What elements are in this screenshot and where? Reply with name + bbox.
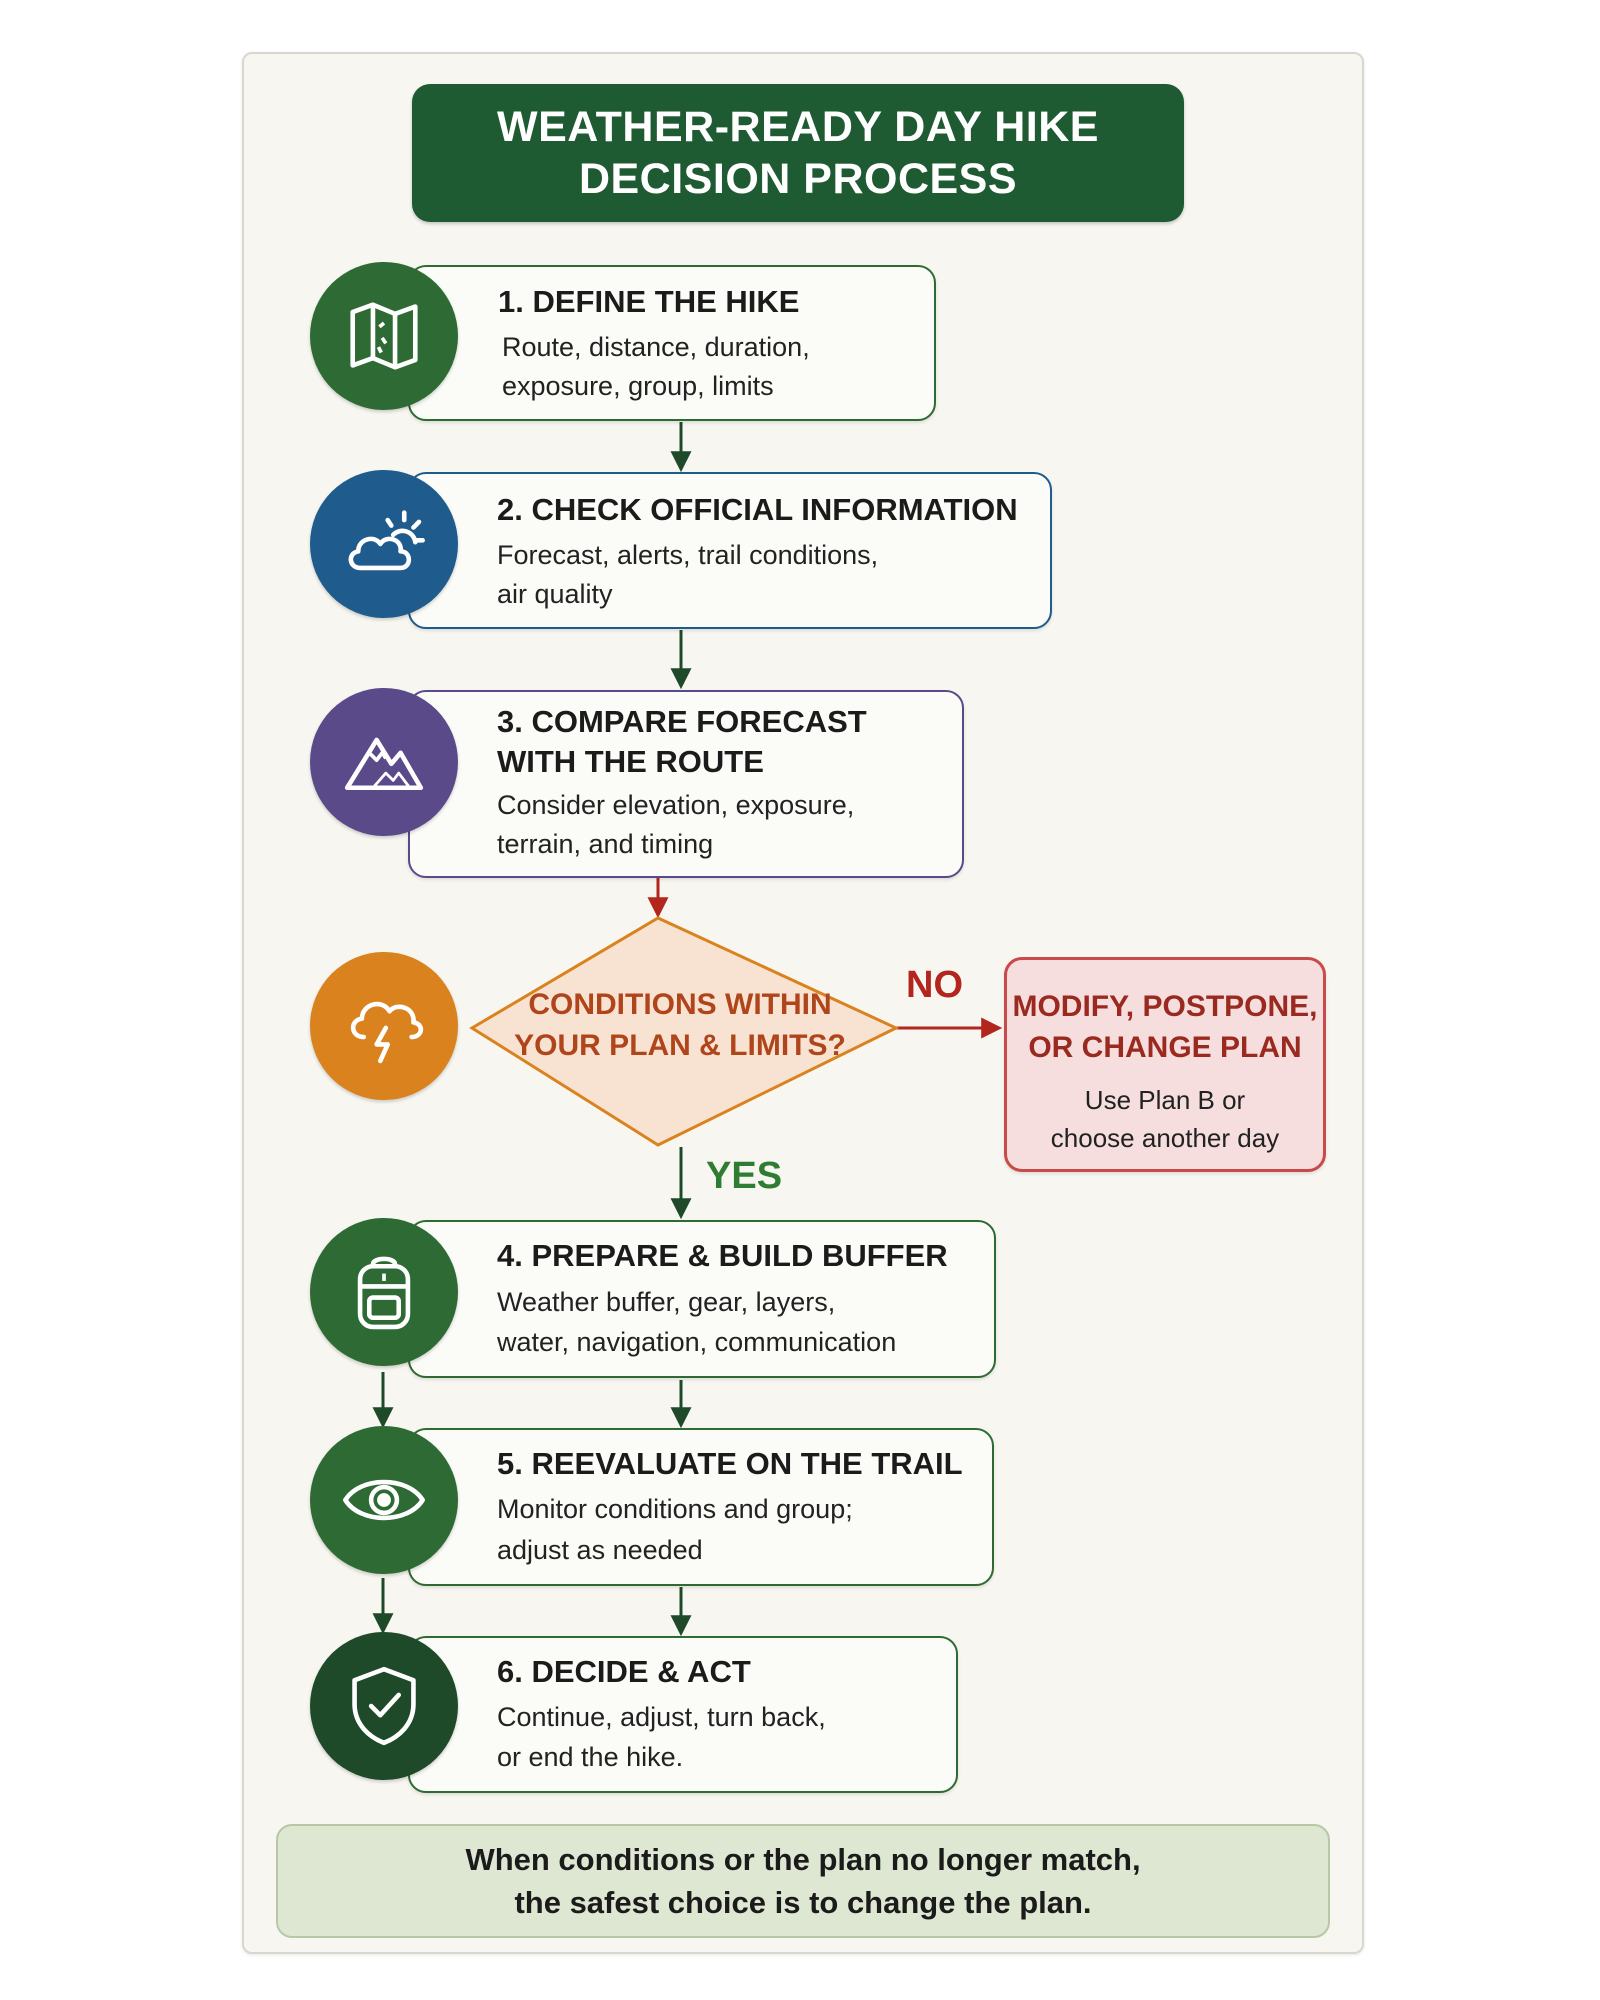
step-6-desc-line-2: or end the hike. (497, 1742, 684, 1772)
decision-line-1: CONDITIONS WITHIN (528, 988, 832, 1021)
step-4-desc-line-2: water, navigation, communication (497, 1327, 897, 1357)
step-1-title: 1. DEFINE THE HIKE (498, 284, 800, 319)
step-2-box (408, 472, 1052, 629)
no-label: NO (906, 964, 963, 1006)
step-4-desc-line-1: Weather buffer, gear, layers, (497, 1287, 836, 1317)
step-3-desc-line-1: Consider elevation, exposure, (497, 790, 855, 820)
step-2-icon-badge (310, 470, 458, 618)
alternative-plan-box (1004, 957, 1326, 1172)
step-3-desc-line-2: terrain, and timing (497, 829, 714, 859)
decision-line-2: YOUR PLAN & LIMITS? (514, 1029, 846, 1062)
step-5-box (408, 1428, 994, 1586)
step-5-icon-badge (310, 1426, 458, 1574)
title-line-1: WEATHER-READY DAY HIKE (497, 103, 1099, 151)
page-title: WEATHER-READY DAY HIKE DECISION PROCESS (412, 84, 1184, 222)
step-5-desc-line-1: Monitor conditions and group; (497, 1494, 853, 1524)
step-6-title: 6. DECIDE & ACT (497, 1654, 751, 1689)
step-5-desc-line-2: adjust as needed (497, 1535, 703, 1565)
step-3-box (408, 690, 964, 878)
alternative-title-line-1: MODIFY, POSTPONE, (1012, 990, 1318, 1023)
footer-line-2: the safest choice is to change the plan. (514, 1885, 1092, 1920)
step-1-icon-badge (310, 262, 458, 410)
step-4-title: 4. PREPARE & BUILD BUFFER (497, 1238, 948, 1273)
title-line-2: DECISION PROCESS (578, 155, 1018, 203)
step-6-desc-line-1: Continue, adjust, turn back, (497, 1702, 826, 1732)
storm-cloud-icon (350, 1001, 424, 1064)
step-5-title: 5. REEVALUATE ON THE TRAIL (497, 1446, 963, 1481)
step-4-icon-badge (310, 1218, 458, 1366)
step-4-box (408, 1220, 996, 1378)
step-3-title-line-1: 3. COMPARE FORECAST (497, 704, 867, 739)
step-3-title-line-2: WITH THE ROUTE (497, 744, 764, 779)
step-2-desc-line-1: Forecast, alerts, trail conditions, (497, 540, 879, 570)
footer-note: When conditions or the plan no longer ma… (276, 1824, 1330, 1938)
backpack-icon (357, 1256, 411, 1330)
alternative-desc-line-1: Use Plan B or (1084, 1085, 1246, 1115)
step-1-box (408, 265, 936, 421)
step-2-title: 2. CHECK OFFICIAL INFORMATION (497, 492, 1018, 527)
decision-icon-badge (310, 952, 458, 1100)
cloud-sun-icon (348, 510, 425, 571)
step-6-box (408, 1636, 958, 1793)
step-1-desc-line-1: Route, distance, duration, (502, 332, 810, 362)
mountain-icon (344, 737, 424, 791)
step-2-desc-line-2: air quality (497, 579, 613, 609)
step-3-icon-badge (310, 688, 458, 836)
yes-label: YES (706, 1155, 783, 1197)
map-icon (350, 302, 418, 370)
alternative-title-line-2: OR CHANGE PLAN (1028, 1031, 1302, 1064)
decision-question: CONDITIONS WITHIN YOUR PLAN & LIMITS? (470, 984, 890, 1066)
alternative-desc-line-2: choose another day (1050, 1123, 1280, 1153)
step-6-icon-badge (310, 1632, 458, 1780)
shield-check-icon (352, 1666, 416, 1746)
step-1-desc-line-2: exposure, group, limits (502, 371, 774, 401)
footer-line-1: When conditions or the plan no longer ma… (465, 1842, 1141, 1877)
eye-icon (343, 1479, 425, 1521)
